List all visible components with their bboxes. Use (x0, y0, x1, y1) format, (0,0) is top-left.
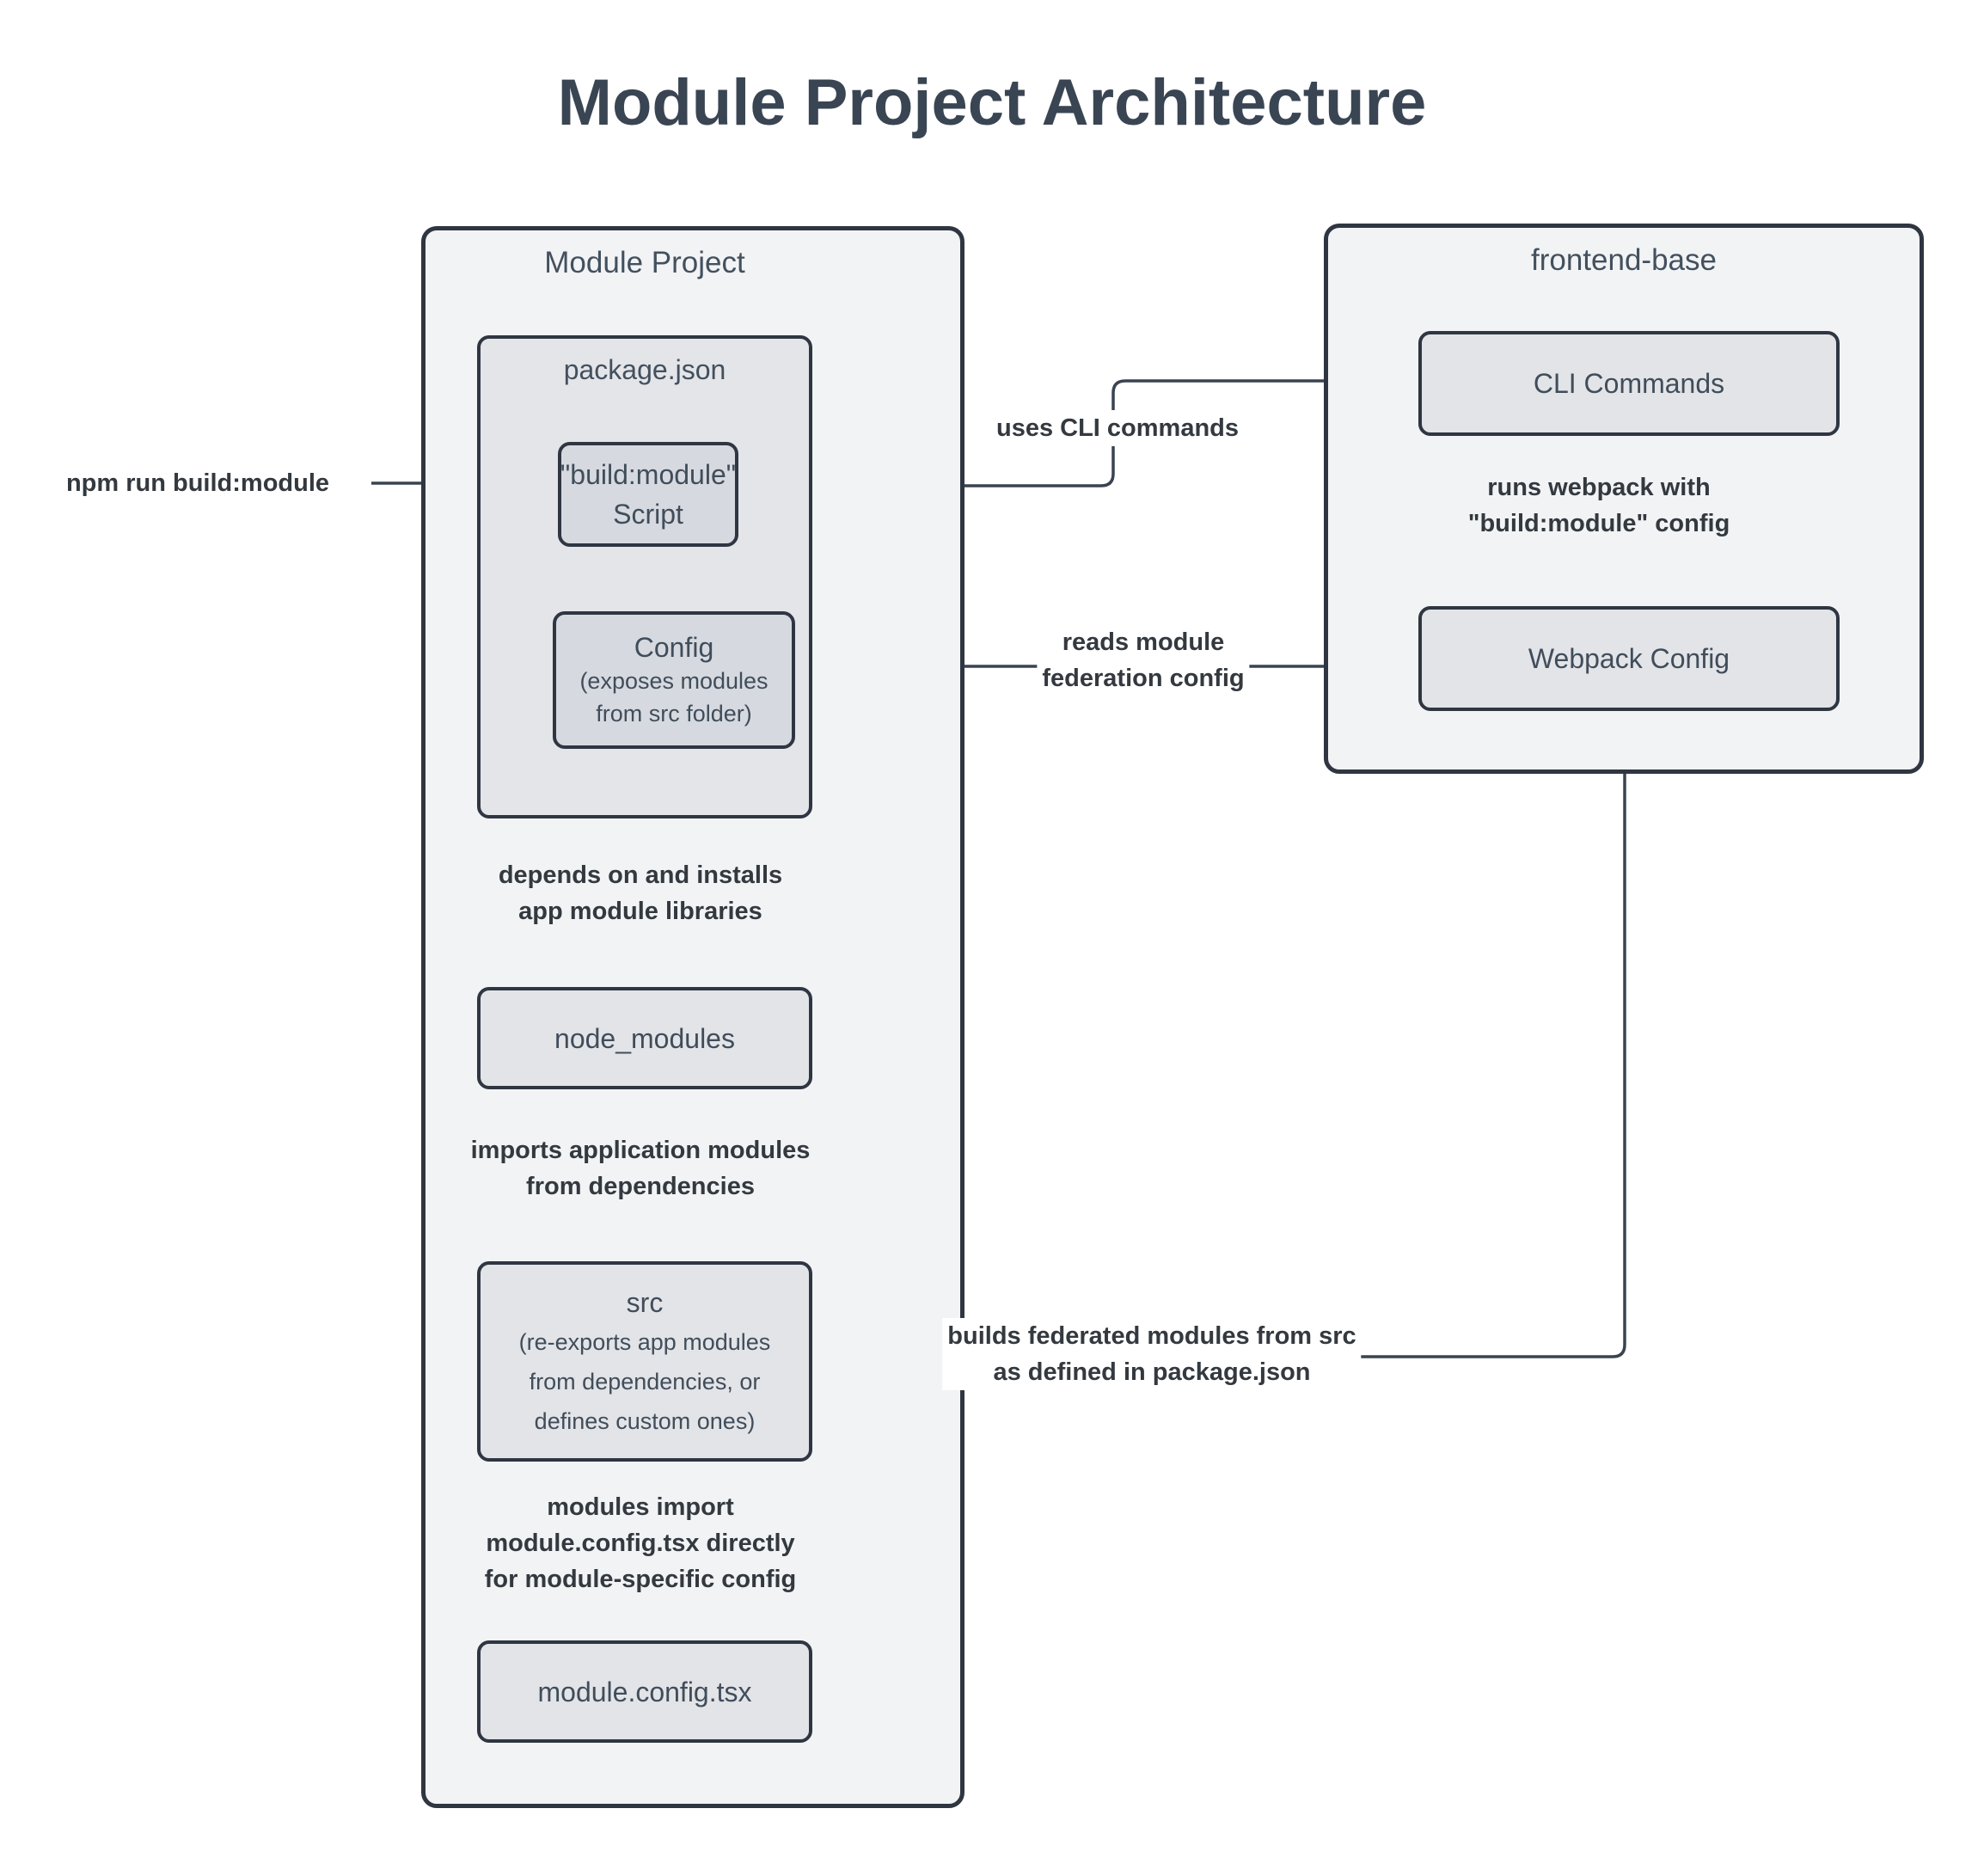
node-cli-commands: CLI Commands (1418, 331, 1840, 436)
edge-label-modules-import-config: modules import module.config.tsx directl… (479, 1489, 802, 1597)
container-frontend-base: frontend-base CLI Commands Webpack Confi… (1324, 224, 1924, 774)
node-module-config-tsx: module.config.tsx (477, 1640, 812, 1743)
node-src-sub2: from dependencies, or (529, 1368, 761, 1395)
edge-label-depends-on-installs: depends on and installs app module libra… (493, 857, 788, 929)
node-webpack-config: Webpack Config (1418, 606, 1840, 711)
node-src-sub1: (re-exports app modules (518, 1328, 771, 1355)
node-config-sub1: (exposes modules (579, 668, 768, 694)
container-frontend-base-label: frontend-base (1531, 243, 1717, 277)
node-src-title: src (626, 1286, 664, 1318)
edge-label-runs-webpack: runs webpack with "build:module" config (1462, 469, 1736, 542)
node-node-modules: node_modules (477, 987, 812, 1089)
node-build-module-script-line2: Script (613, 499, 683, 530)
container-module-project-label: Module Project (544, 246, 745, 279)
node-package-json-label: package.json (563, 354, 726, 385)
node-src-sub3: defines custom ones) (534, 1407, 756, 1434)
page-title: Module Project Architecture (557, 66, 1427, 139)
edge-label-reads-module-federation-config: reads module federation config (1037, 624, 1250, 696)
node-node-modules-label: node_modules (554, 1022, 735, 1054)
node-webpack-config-label: Webpack Config (1528, 643, 1730, 674)
edge-label-builds-federated-modules: builds federated modules from src as def… (942, 1318, 1362, 1390)
node-build-module-script: "build:module" Script (558, 442, 738, 547)
node-package-json: package.json "build:module" Script Confi… (477, 335, 812, 818)
node-cli-commands-label: CLI Commands (1533, 368, 1725, 399)
node-config-title: Config (634, 632, 714, 663)
node-config-sub2: from src folder) (596, 701, 752, 726)
edge-label-imports-application-modules: imports application modules from depende… (465, 1132, 816, 1205)
edge-label-npm-run: npm run build:module (60, 465, 335, 501)
node-config: Config (exposes modules from src folder) (553, 611, 795, 749)
node-build-module-script-line1: "build:module" (560, 459, 737, 490)
node-src: src (re-exports app modules from depende… (477, 1261, 812, 1462)
edge-label-uses-cli-commands: uses CLI commands (990, 410, 1245, 446)
node-module-config-tsx-label: module.config.tsx (537, 1676, 752, 1707)
